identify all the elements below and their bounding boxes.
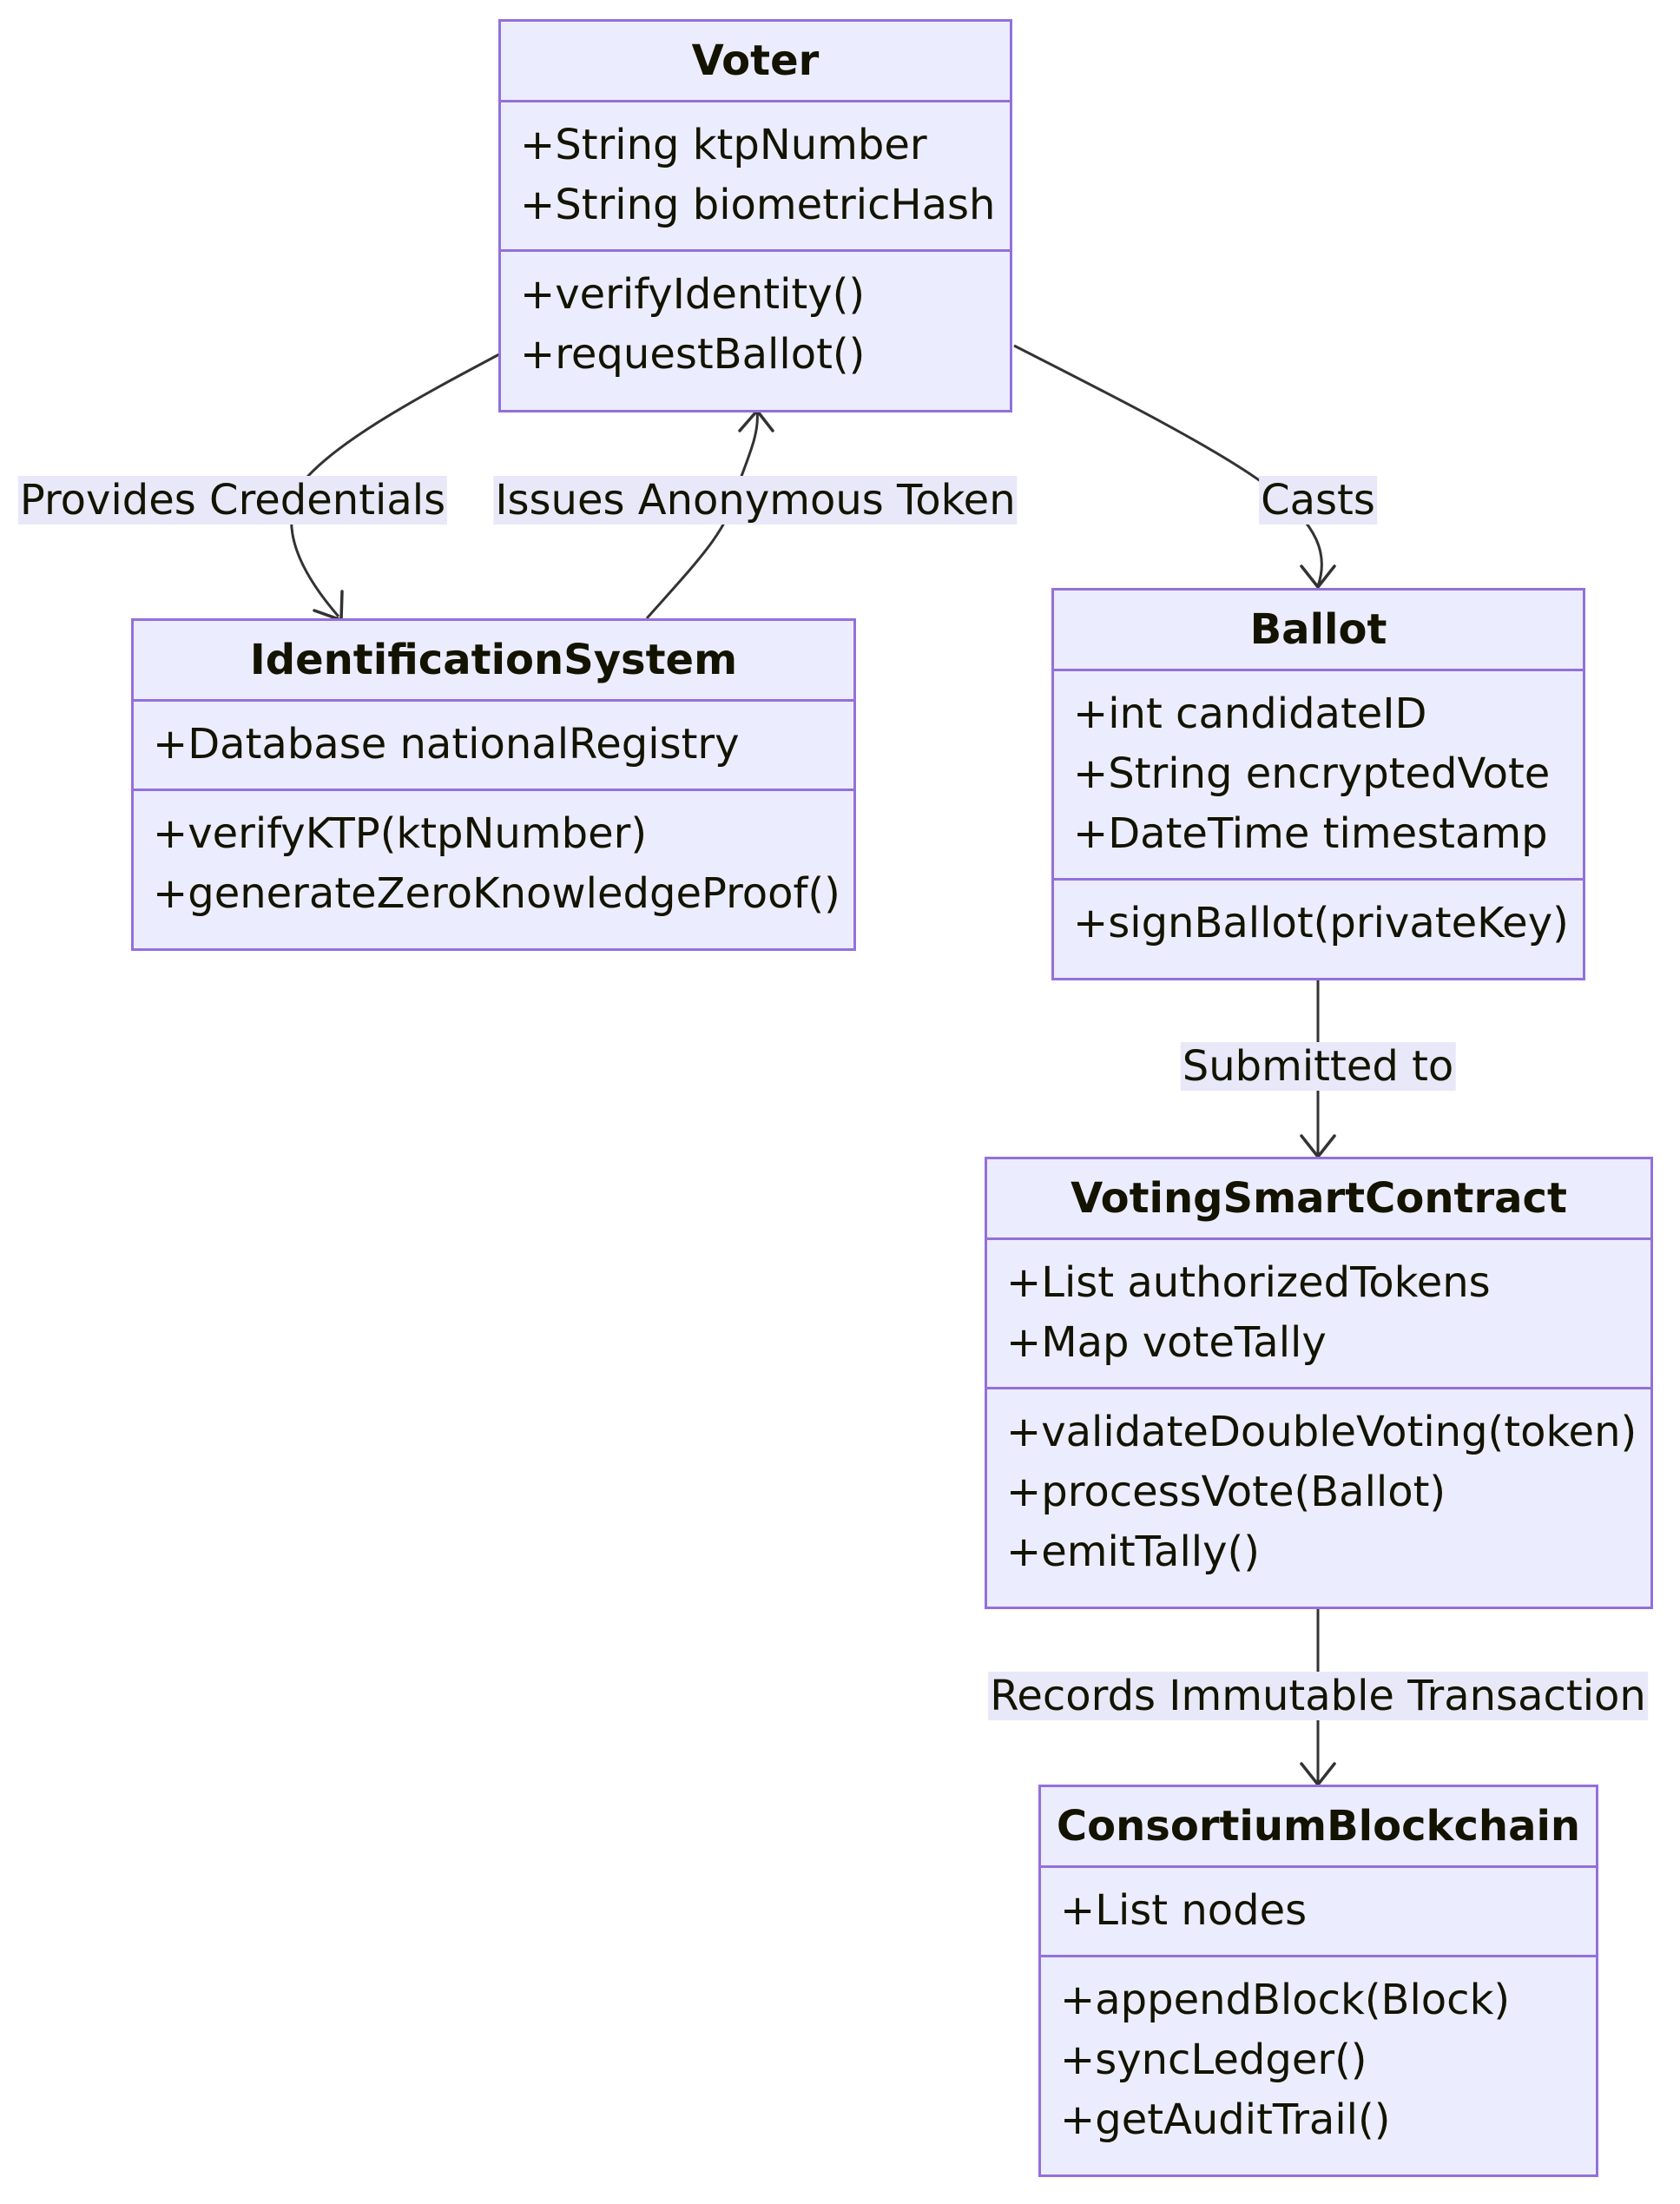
label-provides-credentials: Provides Credentials xyxy=(17,476,448,525)
class-identification-system: IdentificationSystem +Database nationalR… xyxy=(131,618,856,951)
attribute: +Map voteTally xyxy=(1006,1318,1327,1367)
method: +generateZeroKnowledgeProof() xyxy=(153,869,840,918)
class-voter-methods: +verifyIdentity() +requestBallot() xyxy=(501,252,1010,399)
class-identification-system-methods: +verifyKTP(ktpNumber) +generateZeroKnowl… xyxy=(134,791,853,938)
label-records-immutable-transaction: Records Immutable Transaction xyxy=(988,1672,1648,1720)
method: +syncLedger() xyxy=(1060,2036,1367,2084)
attribute: +List authorizedTokens xyxy=(1006,1258,1491,1307)
class-voter-name: Voter xyxy=(501,22,1010,102)
method: +appendBlock(Block) xyxy=(1060,1976,1511,2024)
class-voting-smart-contract-attributes: +List authorizedTokens +Map voteTally xyxy=(987,1240,1650,1389)
class-identification-system-attributes: +Database nationalRegistry xyxy=(134,702,853,791)
class-voter: Voter +String ktpNumber +String biometri… xyxy=(498,19,1012,412)
method: +verifyIdentity() xyxy=(520,270,866,319)
class-voting-smart-contract-methods: +validateDoubleVoting(token) +processVot… xyxy=(987,1389,1650,1596)
class-identification-system-name: IdentificationSystem xyxy=(134,621,853,702)
attribute: +List nodes xyxy=(1060,1886,1308,1935)
class-voting-smart-contract: VotingSmartContract +List authorizedToke… xyxy=(985,1157,1653,1609)
method: +signBallot(privateKey) xyxy=(1073,899,1569,947)
class-consortium-blockchain: ConsortiumBlockchain +List nodes +append… xyxy=(1038,1785,1598,2177)
label-submitted-to: Submitted to xyxy=(1180,1042,1456,1091)
attribute: +String ktpNumber xyxy=(520,121,927,169)
class-ballot-name: Ballot xyxy=(1054,591,1583,671)
class-voter-attributes: +String ktpNumber +String biometricHash xyxy=(501,102,1010,252)
label-issues-anonymous-token: Issues Anonymous Token xyxy=(493,476,1018,525)
attribute: +String biometricHash xyxy=(520,181,996,229)
arrowhead-casts xyxy=(1300,564,1336,589)
method: +validateDoubleVoting(token) xyxy=(1006,1408,1637,1456)
attribute: +int candidateID xyxy=(1073,690,1427,738)
class-voting-smart-contract-name: VotingSmartContract xyxy=(987,1159,1650,1240)
class-ballot: Ballot +int candidateID +String encrypte… xyxy=(1051,588,1585,980)
method: +verifyKTP(ktpNumber) xyxy=(153,809,648,858)
class-ballot-methods: +signBallot(privateKey) xyxy=(1054,881,1583,967)
attribute: +DateTime timestamp xyxy=(1073,809,1548,858)
class-consortium-blockchain-methods: +appendBlock(Block) +syncLedger() +getAu… xyxy=(1041,1957,1596,2164)
edge-provides-credentials xyxy=(290,353,500,617)
attribute: +Database nationalRegistry xyxy=(153,720,740,769)
attribute: +String encryptedVote xyxy=(1073,749,1551,798)
method: +requestBallot() xyxy=(520,330,866,379)
method: +getAuditTrail() xyxy=(1060,2095,1391,2144)
class-consortium-blockchain-attributes: +List nodes xyxy=(1041,1868,1596,1957)
class-ballot-attributes: +int candidateID +String encryptedVote +… xyxy=(1054,671,1583,881)
edge-casts xyxy=(1013,344,1323,587)
class-consortium-blockchain-name: ConsortiumBlockchain xyxy=(1041,1787,1596,1868)
method: +processVote(Ballot) xyxy=(1006,1468,1446,1516)
label-casts: Casts xyxy=(1259,476,1377,525)
method: +emitTally() xyxy=(1006,1528,1260,1576)
